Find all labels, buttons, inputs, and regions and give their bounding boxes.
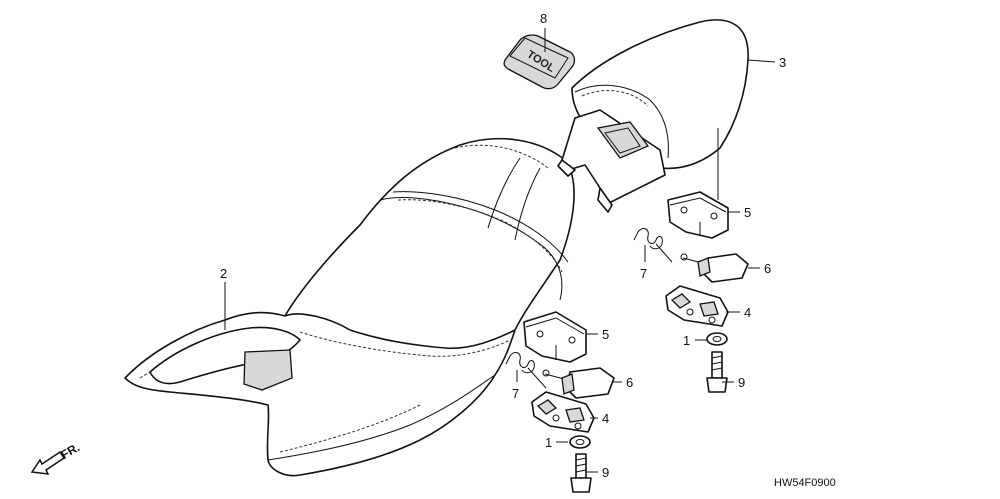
main-seat: [124, 137, 575, 477]
spring-upper: [633, 228, 673, 263]
washer-upper: [706, 332, 728, 346]
callout-7-upper: 7: [640, 266, 647, 281]
leader-lines: [224, 28, 776, 473]
callout-3: 3: [779, 55, 786, 70]
callout-9-upper: 9: [738, 375, 745, 390]
arrow-icon: [30, 450, 66, 475]
callout-4-upper: 4: [744, 305, 751, 320]
bolt-lower: [570, 453, 592, 493]
callout-5-lower: 5: [602, 327, 609, 342]
tool-cover: TOOL: [503, 34, 576, 90]
bolt-upper: [706, 351, 728, 393]
latch-upper: [680, 253, 749, 283]
callout-2: 2: [220, 266, 227, 281]
callout-6-lower: 6: [626, 375, 633, 390]
callout-7-lower: 7: [512, 386, 519, 401]
spring-lower: [505, 352, 547, 389]
callout-4-lower: 4: [602, 411, 609, 426]
latch-lower: [542, 367, 615, 399]
lock-bracket-lower: [523, 311, 587, 363]
callout-numbers: 8 3 2 5 6 7 4 1 9 5 6 7 4 1 9: [220, 11, 786, 480]
base-plate-lower: [531, 391, 595, 433]
front-direction-arrow: FR.: [30, 440, 82, 475]
drawing-code: HW54F0900: [774, 477, 836, 489]
callout-9-lower: 9: [602, 465, 609, 480]
callout-1-upper: 1: [683, 333, 690, 348]
callout-5-upper: 5: [744, 205, 751, 220]
callout-8: 8: [540, 11, 547, 26]
base-plate-upper: [665, 285, 729, 327]
washer-lower: [569, 435, 591, 449]
callout-6-upper: 6: [764, 261, 771, 276]
rear-seat: [557, 19, 749, 213]
lock-bracket-upper: [667, 191, 729, 239]
callout-1-lower: 1: [545, 435, 552, 450]
